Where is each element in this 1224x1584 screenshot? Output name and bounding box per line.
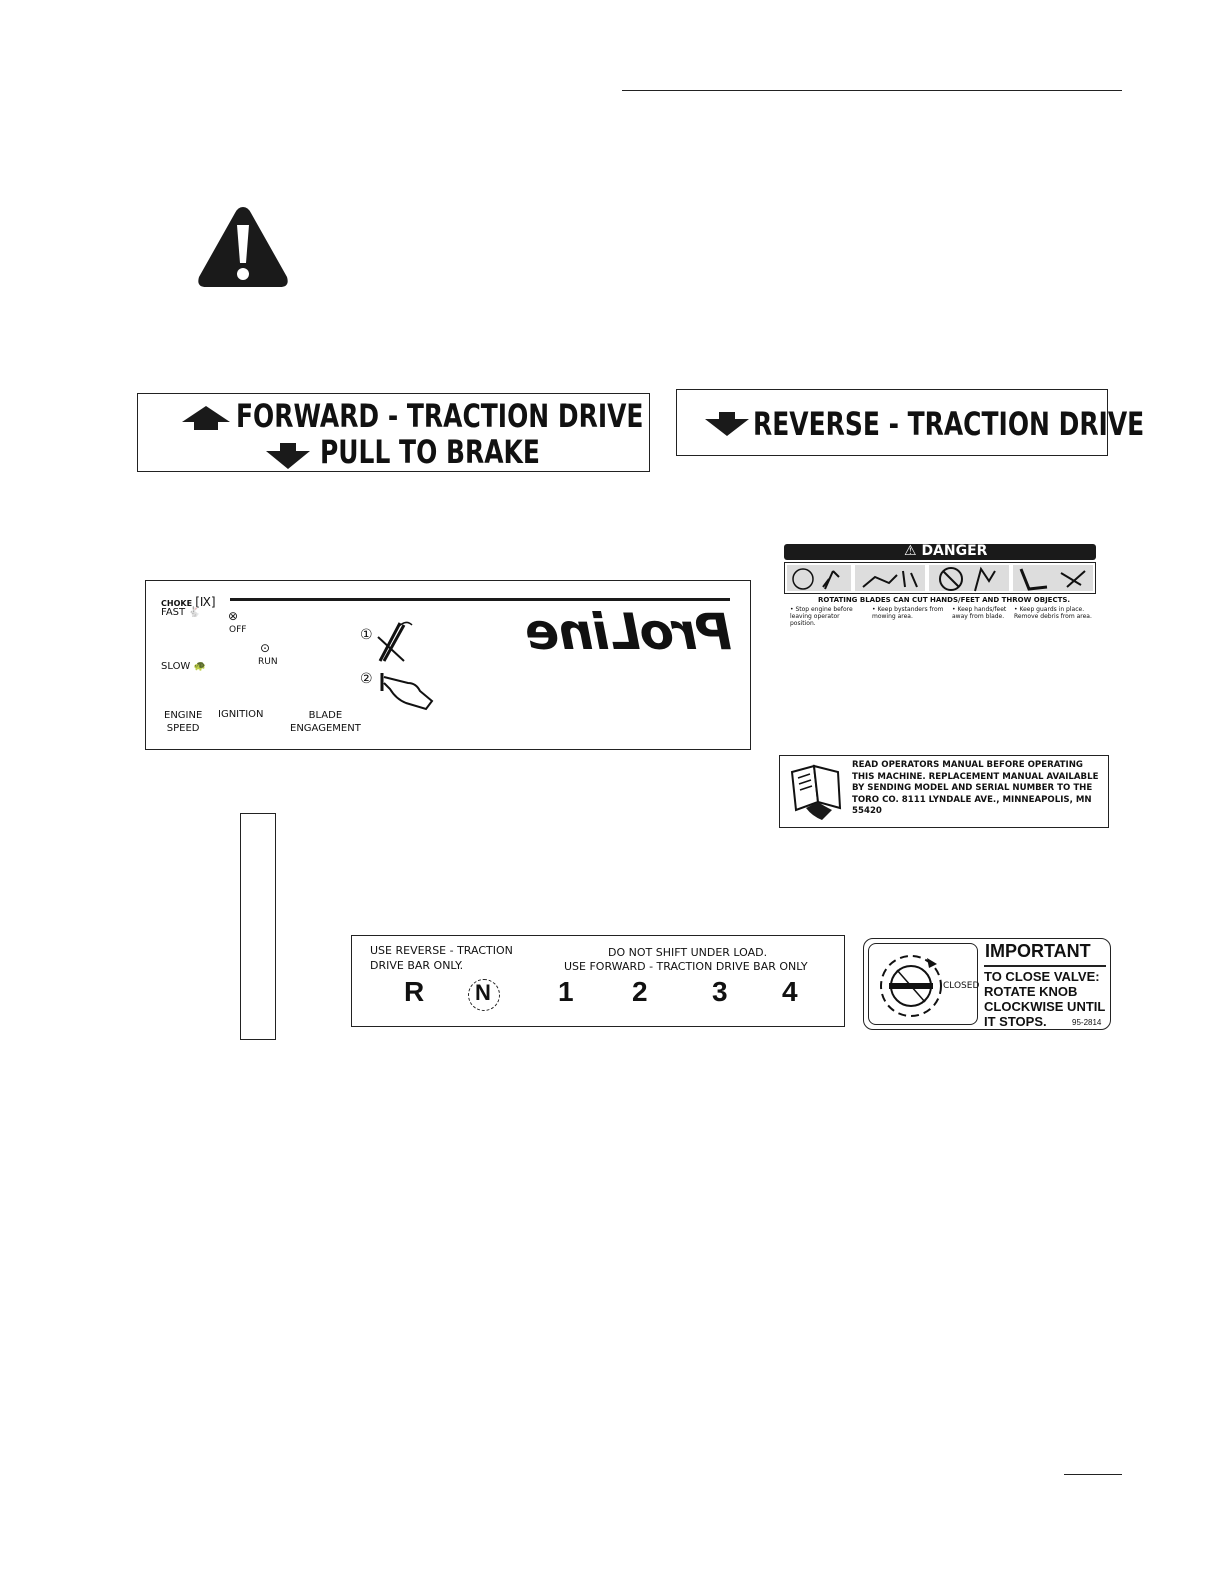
forward-traction-decal: FORWARD - TRACTION DRIVE PULL TO BRAKE: [137, 393, 650, 472]
gear-3: 3: [712, 976, 728, 1007]
vertical-decal-outline: [240, 813, 276, 1040]
gear-4: 4: [782, 976, 798, 1007]
danger-bullet-4: • Keep guards in place. Remove debris fr…: [1014, 606, 1092, 620]
gear-n-circle: [468, 979, 500, 1011]
turtle-icon: 🐢: [193, 661, 206, 672]
panel-rule: [230, 598, 730, 601]
fast-text: FAST: [161, 607, 186, 618]
gear-1: 1: [558, 976, 574, 1007]
danger-pictogram-strip: [784, 562, 1096, 594]
off-label: OFF: [229, 625, 247, 635]
header-rule: [622, 90, 1122, 91]
run-label: RUN: [258, 657, 278, 667]
slow-text: SLOW: [161, 661, 191, 672]
control-panel-decal: CHOKE [Ⅸ] FAST 🐇 SLOW 🐢 ⊗ OFF ⊙ RUN ① ② …: [145, 580, 751, 750]
pictogram-art: [792, 566, 1086, 592]
choke-icon: [Ⅸ]: [195, 595, 216, 609]
valve-line1: TO CLOSE VALVE:: [984, 969, 1100, 984]
valve-line4: IT STOPS.: [984, 1014, 1047, 1029]
engine-speed-label: ENGINE SPEED: [164, 709, 202, 735]
forward-text: FORWARD - TRACTION DRIVE: [236, 397, 644, 435]
slow-label: SLOW 🐢: [161, 661, 206, 672]
read-manual-decal: READ OPERATORS MANUAL BEFORE OPERATING T…: [779, 755, 1109, 828]
speed-text: SPEED: [166, 723, 200, 734]
footer-rule: [1064, 1474, 1122, 1475]
shift-pattern-decal: USE REVERSE - TRACTION DRIVE BAR ONLY. D…: [351, 935, 845, 1027]
gear-2: 2: [632, 976, 648, 1007]
choke-text: CHOKE: [161, 599, 193, 608]
proline-logo: ProLine: [526, 603, 732, 661]
danger-bullet-1: • Stop engine before leaving operator po…: [790, 606, 853, 627]
manual-text: READ OPERATORS MANUAL BEFORE OPERATING T…: [852, 760, 1099, 816]
down-arrow-icon: [705, 412, 749, 436]
closed-label: CLOSED: [943, 981, 980, 991]
important-title: IMPORTANT: [985, 941, 1091, 961]
rabbit-icon: 🐇: [188, 607, 201, 618]
down-arrow-icon: [266, 443, 310, 469]
ignition-run-icon: ⊙: [260, 641, 271, 655]
reverse-text: REVERSE - TRACTION DRIVE: [753, 405, 1145, 443]
blade-text: BLADE: [308, 710, 343, 721]
blade-engagement-label: BLADE ENGAGEMENT: [290, 709, 361, 735]
ignition-off-icon: ⊗: [228, 609, 239, 623]
step-2-marker: ②: [360, 671, 373, 687]
fast-label: FAST 🐇: [161, 607, 201, 618]
warning-triangle-icon: [198, 207, 288, 287]
part-number: 95-2814: [1072, 1018, 1102, 1027]
blade-lever-icon: [377, 621, 413, 662]
danger-header: ⚠ DANGER: [904, 543, 987, 559]
danger-bullet-2: • Keep bystanders from mowing area.: [872, 606, 944, 620]
gear-r: R: [404, 976, 425, 1007]
danger-bullet-3: • Keep hands/feet away from blade.: [952, 606, 1007, 620]
gear-n: N: [475, 980, 491, 1005]
valve-line2: ROTATE KNOB: [984, 984, 1078, 999]
pull-to-brake-text: PULL TO BRAKE: [320, 433, 540, 471]
valve-line3: CLOCKWISE UNTIL: [984, 999, 1106, 1014]
engine-text: ENGINE: [164, 710, 203, 721]
shift-left-line2: DRIVE BAR ONLY.: [370, 959, 464, 972]
danger-headline: ROTATING BLADES CAN CUT HANDS/FEET AND T…: [818, 596, 1071, 604]
danger-title: DANGER: [921, 543, 988, 559]
pictogram-guards: [1013, 565, 1093, 591]
reverse-traction-decal: REVERSE - TRACTION DRIVE: [676, 389, 1144, 456]
choke-label: CHOKE [Ⅸ]: [161, 595, 216, 609]
shift-left-line1: USE REVERSE - TRACTION: [370, 944, 513, 957]
engagement-text: ENGAGEMENT: [290, 723, 361, 734]
danger-header-bar: [784, 544, 1096, 560]
up-arrow-icon: [182, 406, 230, 430]
hand-pull-icon: [380, 673, 434, 711]
shift-center-line2: USE FORWARD - TRACTION DRIVE BAR ONLY: [564, 960, 808, 973]
shift-center-line1: DO NOT SHIFT UNDER LOAD.: [608, 946, 768, 959]
danger-decal: ⚠ DANGER ROTATING BLADES CAN CUT HANDS/F…: [780, 542, 1098, 627]
valve-decal: CLOSED IMPORTANT TO CLOSE VALVE: ROTATE …: [863, 938, 1111, 1030]
important-rule: [984, 965, 1106, 967]
valve-icon-frame: CLOSED: [868, 943, 980, 1025]
step-1-marker: ①: [360, 627, 373, 643]
alert-icon: ⚠: [904, 543, 917, 559]
valve-knob-icon: [880, 955, 942, 1017]
ignition-label: IGNITION: [218, 709, 264, 720]
operator-manual-icon: [790, 764, 842, 820]
